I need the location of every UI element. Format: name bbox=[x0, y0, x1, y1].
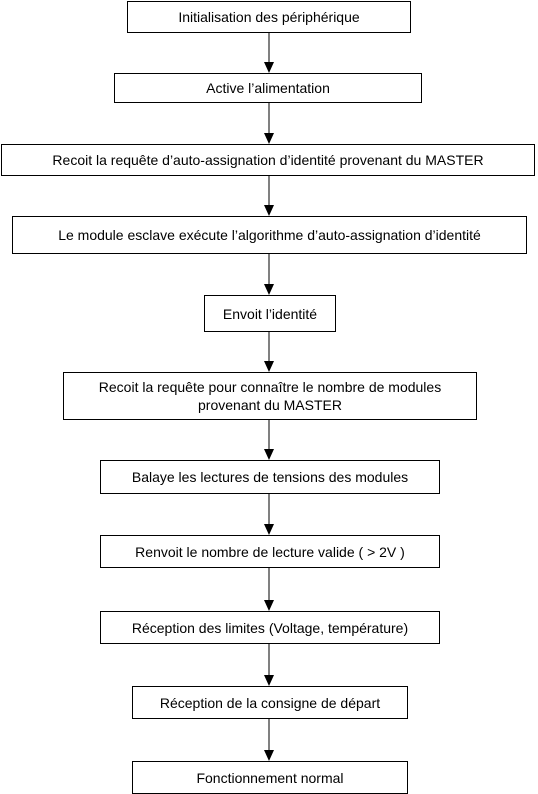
arrow-head-icon bbox=[264, 361, 274, 372]
step-receive-limits: Réception des limites (Voltage, températ… bbox=[100, 611, 440, 644]
step-run-id-algorithm: Le module esclave exécute l’algorithme d… bbox=[12, 216, 527, 254]
step-label: Fonctionnement normal bbox=[196, 769, 344, 786]
step-init-peripherals: Initialisation des périphérique bbox=[127, 1, 411, 33]
step-receive-module-count-request: Recoit la requête pour connaître le nomb… bbox=[63, 372, 477, 420]
step-label: Active l’alimentation bbox=[206, 80, 330, 96]
step-label: Recoit la requête pour connaître le nomb… bbox=[98, 379, 442, 413]
arrow-head-icon bbox=[264, 449, 274, 460]
arrow-head-icon bbox=[264, 62, 274, 73]
arrow-head-icon bbox=[264, 284, 274, 295]
arrow-head-icon bbox=[264, 205, 274, 216]
step-label: Le module esclave exécute l’algorithme d… bbox=[58, 227, 481, 243]
arrow-head-icon bbox=[264, 133, 274, 144]
step-send-id: Envoit l’identité bbox=[204, 295, 336, 332]
step-label: Envoit l’identité bbox=[222, 305, 318, 322]
step-label: Réception de la consigne de départ bbox=[159, 694, 381, 711]
step-power-on: Active l’alimentation bbox=[114, 73, 422, 103]
step-receive-id-request: Recoit la requête d’auto-assignation d’i… bbox=[1, 144, 535, 176]
step-receive-start-setpoint: Réception de la consigne de départ bbox=[132, 686, 408, 719]
step-label: Initialisation des périphérique bbox=[178, 9, 360, 25]
arrow-head-icon bbox=[264, 600, 274, 611]
arrow-head-icon bbox=[264, 750, 274, 761]
step-label: Recoit la requête d’auto-assignation d’i… bbox=[52, 152, 484, 168]
step-normal-operation: Fonctionnement normal bbox=[132, 761, 408, 794]
step-label: Renvoit le nombre de lecture valide ( > … bbox=[135, 543, 405, 560]
arrow-head-icon bbox=[264, 675, 274, 686]
step-return-valid-count: Renvoit le nombre de lecture valide ( > … bbox=[100, 535, 440, 568]
step-label: Balaye les lectures de tensions des modu… bbox=[131, 469, 409, 485]
step-scan-voltages: Balaye les lectures de tensions des modu… bbox=[100, 460, 440, 494]
arrow-head-icon bbox=[264, 524, 274, 535]
step-label: Réception des limites (Voltage, températ… bbox=[131, 619, 409, 636]
